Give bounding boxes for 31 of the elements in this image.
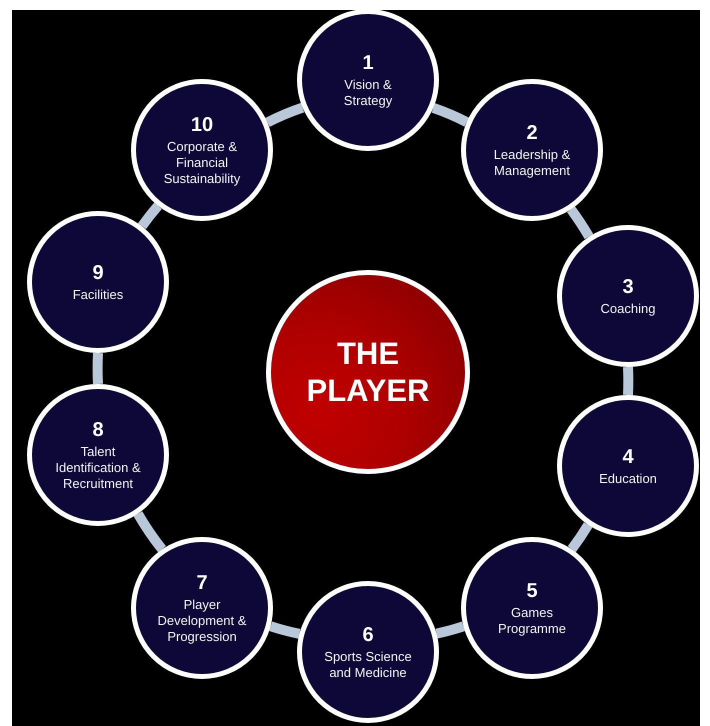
connector-line (138, 202, 162, 230)
step-number: 7 (196, 571, 208, 595)
connector-line (432, 103, 469, 127)
step-number: 10 (190, 113, 214, 137)
connector-line (265, 102, 304, 127)
step-number: 1 (362, 51, 374, 75)
step-label: Leadership & Management (492, 147, 572, 179)
step-label: Games Programme (497, 605, 567, 637)
step-label: Player Development & Progression (156, 597, 248, 645)
connector-line (623, 366, 634, 396)
connector-line (568, 522, 592, 552)
step-number: 3 (622, 275, 634, 299)
step-label: Talent Identification & Recruitment (54, 444, 142, 492)
step-number: 8 (92, 418, 104, 442)
step-number: 2 (526, 121, 538, 145)
step-label: Corporate & Financial Sustainability (162, 139, 242, 187)
step-label: Coaching (600, 301, 656, 317)
step-number: 5 (526, 579, 538, 603)
connector-line (435, 622, 465, 638)
step-number: 4 (622, 445, 634, 469)
step-label: Education (598, 471, 658, 487)
connector-line (269, 621, 300, 639)
connector-line (92, 352, 103, 384)
step-label: Sports Science and Medicine (323, 649, 413, 681)
connector-line (134, 511, 166, 552)
step-number: 9 (92, 261, 104, 285)
step-label: Vision & Strategy (342, 77, 394, 109)
step-label: Facilities (72, 287, 124, 303)
connector-line (566, 206, 594, 240)
step-number: 6 (362, 623, 374, 647)
center-title: THE PLAYER (306, 335, 430, 409)
